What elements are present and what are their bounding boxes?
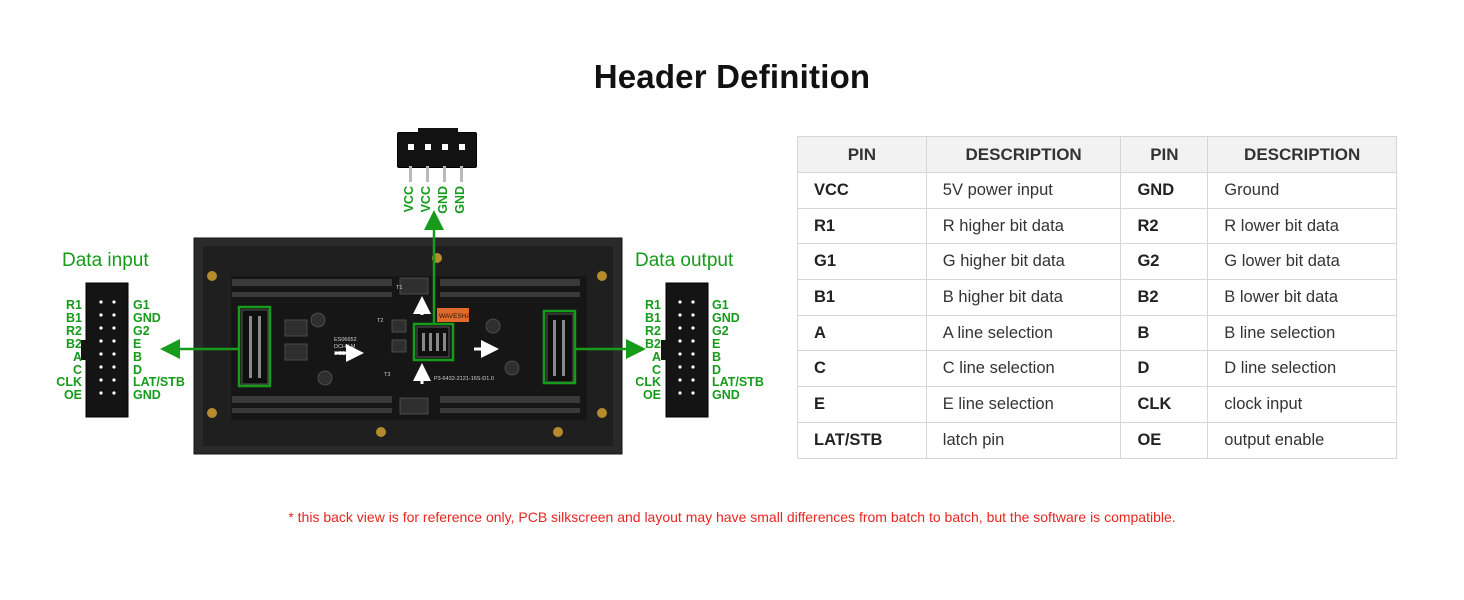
column-header: DESCRIPTION — [925, 136, 1122, 173]
page-title: Header Definition — [593, 58, 871, 95]
column-header: PIN — [797, 136, 927, 173]
footnote: * this back view is for reference only, … — [288, 509, 1176, 525]
output-header-connector — [661, 282, 709, 418]
column-header: PIN — [1120, 136, 1209, 173]
data-output-label: Data output — [635, 250, 734, 271]
pcb-silkscreen: T2 — [377, 318, 383, 324]
pcb-silkscreen: P3-6432-2121-16S-D1.0 — [434, 376, 494, 382]
pcb-silkscreen: T1 — [396, 285, 402, 291]
input-header-connector — [81, 282, 129, 418]
pcb-silkscreen: ES06652 — [334, 337, 357, 343]
pcb-silkscreen: T3 — [384, 372, 390, 378]
pcb-brand: WAVESHARE — [439, 313, 480, 320]
output-header-highlight — [542, 309, 577, 385]
table-header-row: PIN DESCRIPTION PIN DESCRIPTION — [797, 136, 1397, 173]
input-header-highlight — [237, 305, 272, 388]
led-panel-back: WAVESHARE ES06652 DCHY-M L-21 P3-6432-21… — [193, 237, 623, 455]
column-header: DESCRIPTION — [1207, 136, 1397, 173]
pcb-silkscreen: DCHY-M — [334, 344, 356, 350]
data-input-label: Data input — [62, 250, 149, 271]
